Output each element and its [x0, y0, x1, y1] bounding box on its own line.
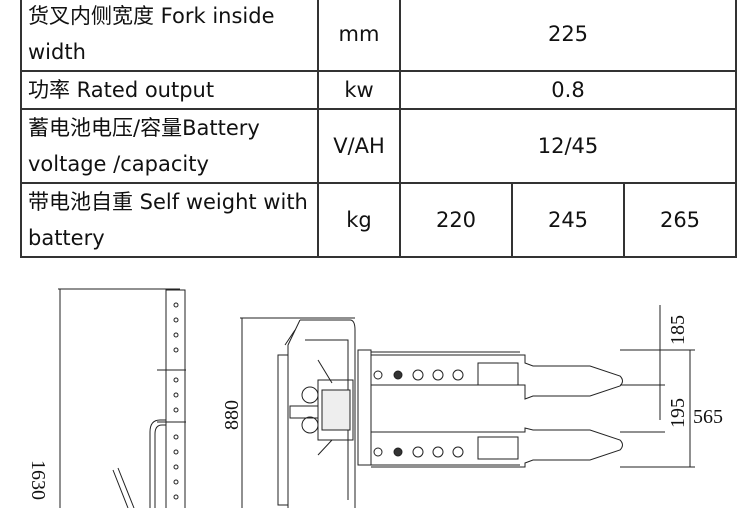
top-view: 880 185 195 565 — [221, 305, 723, 508]
table-row: 蓄电池电压/容量Battery voltage /capacity V/AH 1… — [20, 108, 737, 184]
fork-width-dimension: 185 — [667, 315, 689, 345]
height-dimension: 1630 — [27, 460, 49, 500]
row-value: 220 — [399, 182, 513, 258]
row-value: 225 — [399, 0, 737, 72]
inner-gap-dimension: 195 — [667, 398, 689, 428]
length-dimension: 880 — [221, 400, 243, 430]
row-value: 12/45 — [399, 108, 737, 184]
row-value: 265 — [623, 182, 737, 258]
side-view: 1630 — [27, 288, 186, 508]
table-row: 货叉内侧宽度 Fork inside width mm 225 — [20, 0, 737, 72]
row-value: 245 — [511, 182, 625, 258]
row-label: 蓄电池电压/容量Battery voltage /capacity — [20, 108, 319, 184]
table-row: 带电池自重 Self weight with battery kg 220 24… — [20, 182, 737, 258]
table-row: 功率 Rated output kw 0.8 — [20, 70, 737, 110]
row-unit: kg — [317, 182, 401, 258]
row-label: 功率 Rated output — [20, 70, 319, 110]
row-label: 货叉内侧宽度 Fork inside width — [20, 0, 319, 72]
row-unit: V/AH — [317, 108, 401, 184]
row-unit: mm — [317, 0, 401, 72]
spec-table: 货叉内侧宽度 Fork inside width mm 225 功率 Rated… — [20, 0, 737, 258]
row-label: 带电池自重 Self weight with battery — [20, 182, 319, 258]
row-unit: kw — [317, 70, 401, 110]
row-value: 0.8 — [399, 70, 737, 110]
overall-width-dimension: 565 — [693, 406, 723, 428]
